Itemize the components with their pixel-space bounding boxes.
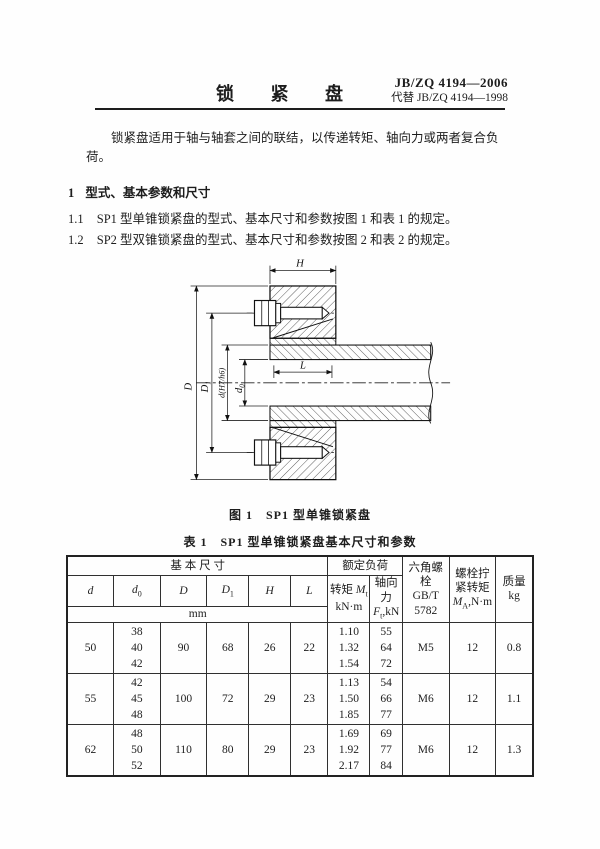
section-heading: 1 型式、基本参数和尺寸 — [68, 182, 532, 201]
figure-caption: 图 1 SP1 型单锥锁紧盘 — [228, 507, 371, 522]
col-H: H — [248, 574, 292, 607]
cell-D1: 80 — [206, 723, 250, 777]
clause-text: SP2 型双锥锁紧盘的型式、基本尺寸和参数按图 2 和表 2 的规定。 — [96, 232, 458, 247]
locking-disk-drawing: H L D D1 — [184, 258, 451, 481]
cell-L: 23 — [290, 723, 329, 777]
dimension-D1-label: D1 — [200, 381, 212, 393]
col-torque: 转矩 Mt kN·m — [327, 574, 371, 623]
dimension-d0 — [239, 358, 269, 407]
dimension-L-label: L — [299, 360, 306, 371]
table-1-wrapper: 基 本 尺 寸 额定负荷 六角螺栓 GB/T 5782 螺栓拧紧转矩 MA,N·… — [66, 554, 534, 777]
dimension-d — [221, 344, 269, 421]
cell-d: 55 — [66, 672, 115, 725]
cell-mass: 1.3 — [495, 723, 534, 777]
cell-d: 50 — [66, 621, 115, 674]
cell-tightening-torque: 12 — [448, 723, 497, 777]
section-title: 型式、基本参数和尺寸 — [85, 185, 211, 200]
clause-1-2: 1.2 SP2 型双锥锁紧盘的型式、基本尺寸和参数按图 2 和表 2 的规定。 — [68, 231, 520, 249]
header-mass: 质量 kg — [495, 555, 534, 623]
table-caption: 表 1 SP1 型单锥锁紧盘基本尺寸和参数 — [183, 534, 417, 549]
dimension-d-label: d(H7/h6) — [217, 367, 226, 397]
section-number: 1 — [68, 185, 75, 200]
cell-D1: 68 — [206, 621, 250, 674]
cell-tightening-torque: 12 — [448, 621, 497, 674]
col-axial-force: 轴向力 Ft,kN — [369, 574, 403, 623]
cell-bolt: M6 — [401, 672, 450, 725]
col-d: d — [66, 574, 115, 607]
cell-D: 100 — [159, 672, 208, 725]
clause-number: 1.2 — [68, 232, 84, 247]
header-tightening-torque: 螺栓拧紧转矩 MA,N·m — [448, 555, 497, 623]
header-hex-bolt: 六角螺栓 GB/T 5782 — [401, 555, 450, 623]
dimension-D-label: D — [184, 382, 195, 391]
header-rated-load: 额定负荷 — [327, 555, 403, 576]
col-D1: D1 — [206, 574, 250, 607]
cell-bolt: M6 — [401, 723, 450, 777]
cell-H: 29 — [248, 723, 292, 777]
cell-D: 90 — [159, 621, 208, 674]
cell-L: 22 — [290, 621, 329, 674]
col-L: L — [290, 574, 329, 607]
cell-H: 26 — [248, 621, 292, 674]
cell-bolt: M5 — [401, 621, 450, 674]
taper-line-bottom — [271, 426, 334, 447]
clamping-bolt-bottom — [246, 439, 334, 466]
page-header: 锁 紧 盘 JB/ZQ 4194—2006 代替 JB/ZQ 4194—1998 — [0, 0, 600, 112]
shaft-wall-bottom — [269, 405, 432, 421]
cell-L: 23 — [290, 672, 329, 725]
standard-number: JB/ZQ 4194—2006 — [394, 75, 508, 90]
sleeve-bottom — [269, 419, 337, 428]
dimension-H-label: H — [295, 258, 305, 269]
clamping-bolt-top — [246, 299, 334, 327]
cell-D1: 72 — [206, 672, 250, 725]
unit-row: mm — [66, 605, 329, 623]
figure-1: H L D D1 — [0, 255, 600, 523]
cell-D: 110 — [159, 723, 208, 777]
dimension-L — [273, 365, 333, 378]
dimension-d0-label: d0 — [234, 384, 246, 393]
cell-d: 62 — [66, 723, 115, 777]
taper-line-top — [271, 318, 334, 339]
clause-number: 1.1 — [68, 211, 84, 226]
clause-text: SP1 型单锥锁紧盘的型式、基本尺寸和参数按图 1 和表 1 的规定。 — [96, 211, 458, 226]
col-D: D — [159, 574, 208, 607]
superseded-standard: 代替 JB/ZQ 4194—1998 — [391, 92, 508, 105]
page-title: 锁 紧 盘 — [216, 84, 359, 104]
dimension-H — [269, 265, 337, 284]
col-d0: d0 — [113, 574, 161, 607]
sleeve-top — [269, 337, 337, 346]
cell-mass: 0.8 — [495, 621, 534, 674]
cell-tightening-torque: 12 — [448, 672, 497, 725]
table-1: 基 本 尺 寸 额定负荷 六角螺栓 GB/T 5782 螺栓拧紧转矩 MA,N·… — [66, 554, 534, 777]
cell-H: 29 — [248, 672, 292, 725]
standard-number-block: JB/ZQ 4194—2006 代替 JB/ZQ 4194—1998 — [391, 75, 508, 106]
shaft-wall-top — [269, 344, 432, 360]
dimension-D — [190, 285, 269, 480]
dimension-D1 — [206, 312, 253, 453]
clause-1-1: 1.1 SP1 型单锥锁紧盘的型式、基本尺寸和参数按图 1 和表 1 的规定。 — [68, 210, 520, 228]
cell-mass: 1.1 — [495, 672, 534, 725]
header-rule — [95, 108, 505, 110]
shaft-break-line — [428, 341, 434, 424]
intro-paragraph: 锁紧盘适用于轴与轴套之间的联结，以传递转矩、轴向力或两者复合负荷。 — [86, 131, 499, 164]
header-basic-dimensions: 基 本 尺 寸 — [66, 555, 329, 576]
